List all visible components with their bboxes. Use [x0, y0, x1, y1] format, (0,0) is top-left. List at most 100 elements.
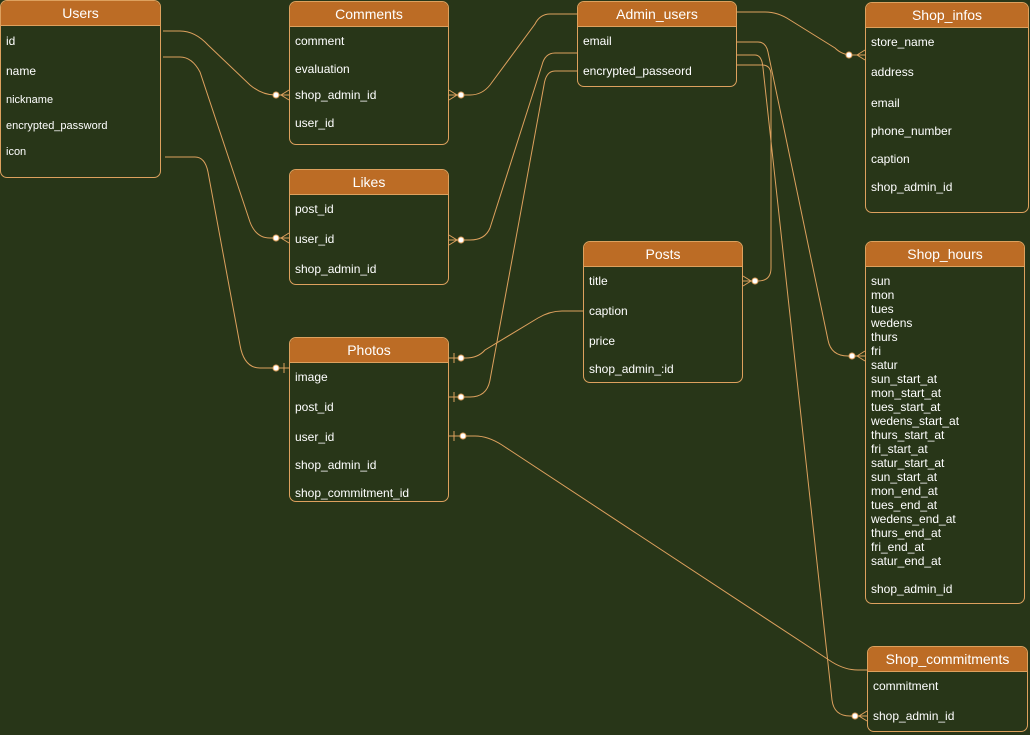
- attribute: satur_start_at: [871, 456, 945, 470]
- edge-admin-posts: [737, 64, 772, 282]
- marker-dot: [851, 712, 859, 720]
- attribute: id: [6, 34, 16, 48]
- attribute: shop_admin_id: [295, 88, 377, 102]
- marker-comments-left: [280, 89, 290, 101]
- entity-title: Photos: [290, 338, 448, 363]
- edge-admin-comments: [449, 13, 578, 96]
- attribute: post_id: [295, 202, 334, 216]
- attribute: fri: [871, 344, 881, 358]
- edge-admin-shophours: [737, 41, 865, 357]
- attribute: fri_end_at: [871, 540, 925, 554]
- marker-dot: [272, 364, 280, 372]
- entity-title: Shop_infos: [866, 3, 1028, 28]
- marker-likes-right: [448, 234, 458, 246]
- attribute: fri_start_at: [871, 442, 928, 456]
- attribute: mon_start_at: [871, 386, 942, 400]
- edge-admin-photos: [449, 70, 578, 398]
- attribute: wedens_start_at: [871, 414, 960, 428]
- entity-shop-commitments[interactable]: Shop_commitments commitment shop_admin_i…: [867, 646, 1028, 732]
- attribute: image: [295, 370, 328, 384]
- attribute: comment: [295, 34, 345, 48]
- attribute: sun_start_at: [871, 470, 938, 484]
- entity-photos[interactable]: Photos image post_id user_id shop_admin_…: [289, 337, 449, 502]
- marker-dot: [751, 277, 759, 285]
- marker-dot: [272, 234, 280, 242]
- attribute: thurs: [871, 330, 898, 344]
- attribute: satur_end_at: [871, 554, 942, 568]
- entity-title: Users: [1, 1, 160, 26]
- marker-posts-right: [742, 275, 752, 287]
- entity-title: Shop_commitments: [868, 647, 1027, 672]
- attribute: shop_admin_id: [871, 582, 953, 596]
- attribute: evaluation: [295, 62, 350, 76]
- entity-shop-infos[interactable]: Shop_infos store_name address email phon…: [865, 2, 1029, 213]
- attribute: tues_start_at: [871, 400, 941, 414]
- marker-dot: [457, 236, 465, 244]
- edge-users-likes: [163, 56, 289, 239]
- attribute: phone_number: [871, 124, 952, 138]
- attribute: shop_admin_id: [871, 180, 953, 194]
- marker-likes-left: [280, 232, 290, 244]
- attribute: nickname: [6, 94, 54, 106]
- attribute: satur: [871, 358, 898, 372]
- marker-shopinfos-left: [856, 49, 866, 61]
- attribute: encrypted_passeord: [583, 64, 692, 78]
- entity-title: Admin_users: [578, 2, 736, 27]
- attribute: wedens_end_at: [871, 512, 956, 526]
- attribute: store_name: [871, 35, 935, 49]
- entity-title: Shop_hours: [866, 242, 1024, 267]
- edge-posts-photos: [449, 310, 583, 359]
- marker-dot: [457, 91, 465, 99]
- marker-comments-right: [448, 89, 458, 101]
- attribute: commitment: [873, 679, 939, 693]
- attribute: shop_admin_id: [873, 709, 955, 723]
- marker-dot: [848, 352, 856, 360]
- attribute: icon: [6, 146, 27, 158]
- edge-admin-likes: [449, 52, 578, 241]
- marker-shophours-left: [856, 350, 866, 362]
- marker-dot: [457, 393, 465, 401]
- attribute: post_id: [295, 400, 334, 414]
- edge-users-photos: [165, 156, 289, 369]
- attribute: thurs_end_at: [871, 526, 942, 540]
- entity-users[interactable]: Users id name nickname encrypted_passwor…: [0, 0, 161, 178]
- attribute: user_id: [295, 116, 335, 130]
- entity-admin-users[interactable]: Admin_users email encrypted_passeord: [577, 1, 737, 87]
- entity-likes[interactable]: Likes post_id user_id shop_admin_id: [289, 169, 449, 285]
- entity-posts[interactable]: Posts title caption price shop_admin_:id: [583, 241, 743, 383]
- attribute: sun_start_at: [871, 372, 938, 386]
- attribute: caption: [871, 152, 910, 166]
- edge-users-comments: [163, 30, 289, 96]
- marker-dot: [272, 91, 280, 99]
- marker-dot: [459, 432, 467, 440]
- edge-admin-shopinfos: [737, 11, 865, 56]
- attribute: shop_admin_:id: [589, 362, 674, 376]
- entity-comments[interactable]: Comments comment evaluation shop_admin_i…: [289, 1, 449, 145]
- edge-admin-shopcommitments: [737, 54, 867, 717]
- entity-title: Comments: [290, 2, 448, 27]
- attribute: caption: [589, 304, 628, 318]
- attribute: shop_commitment_id: [295, 486, 410, 500]
- attribute: sun: [871, 274, 891, 288]
- attribute: name: [6, 64, 37, 78]
- marker-shopcommitments-left: [858, 710, 868, 722]
- attribute: thurs_start_at: [871, 428, 945, 442]
- attribute: mon_end_at: [871, 484, 938, 498]
- attribute: shop_admin_id: [295, 262, 377, 276]
- marker-dot: [845, 51, 853, 59]
- entity-title: Likes: [290, 170, 448, 195]
- attribute: wedens: [871, 316, 913, 330]
- attribute: price: [589, 334, 616, 348]
- attribute: title: [589, 274, 608, 288]
- entity-title: Posts: [584, 242, 742, 267]
- attribute: email: [871, 96, 900, 110]
- attribute: mon: [871, 288, 895, 302]
- attribute: address: [871, 65, 914, 79]
- attribute: email: [583, 34, 612, 48]
- attribute: encrypted_password: [6, 120, 108, 132]
- entity-shop-hours[interactable]: Shop_hours sun mon tues wedens thurs fri…: [865, 241, 1025, 604]
- attribute: user_id: [295, 430, 335, 444]
- attribute: shop_admin_id: [295, 458, 377, 472]
- marker-dot: [457, 354, 465, 362]
